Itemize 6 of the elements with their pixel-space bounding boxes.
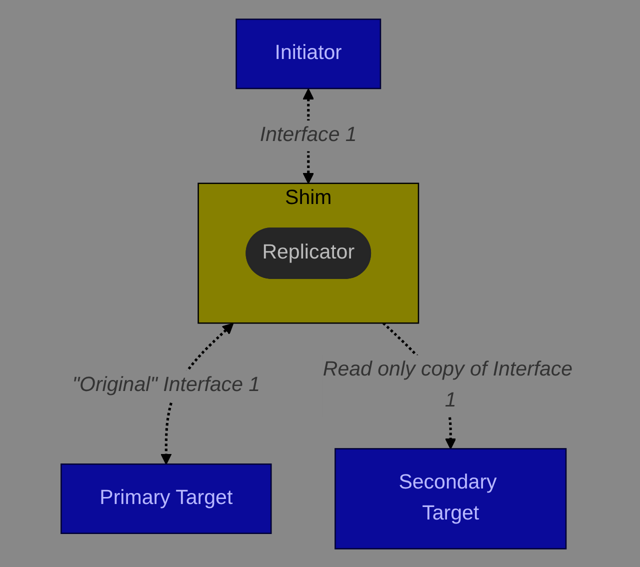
edge-label: Read only copy of Interface 1: [322, 358, 573, 412]
node-box: Initiator: [236, 18, 382, 89]
edge-label: "Original" Interface 1: [72, 374, 260, 396]
node-box: Secondary Target: [334, 448, 567, 549]
node-box: Primary Target: [60, 463, 272, 534]
edge-label: Interface 1: [260, 124, 357, 146]
